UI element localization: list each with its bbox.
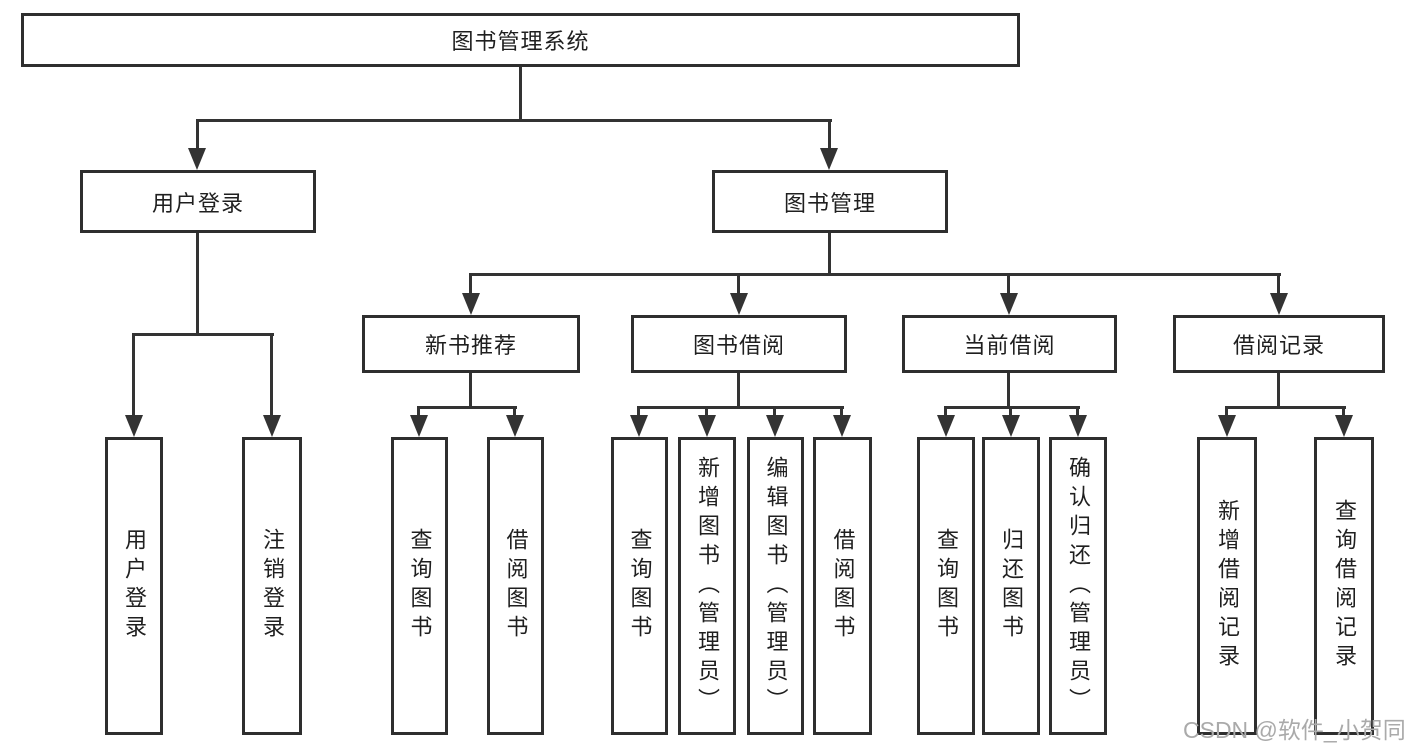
connector-line <box>1225 406 1346 409</box>
leaf-borrow-book-1-label: 借阅图书 <box>503 528 529 644</box>
leaf-confirm-return-admin-label: 确认归还（管理员） <box>1066 455 1091 717</box>
leaf-user-login: 用户登录 <box>105 437 163 735</box>
leaf-query-borrow-record: 查询借阅记录 <box>1314 437 1374 735</box>
leaf-borrow-book-2-label: 借阅图书 <box>830 528 856 644</box>
connector-line <box>773 406 776 417</box>
leaf-edit-book-admin: 编辑图书（管理员） <box>747 437 804 735</box>
leaf-edit-book-admin-label: 编辑图书（管理员） <box>763 455 789 717</box>
csdn-watermark: CSDN @软件_小贺同学 <box>1183 717 1405 743</box>
leaf-borrow-book-2: 借阅图书 <box>813 437 872 735</box>
connector-line <box>132 333 135 415</box>
leaf-query-borrow-record-label: 查询借阅记录 <box>1332 499 1357 673</box>
leaf-add-borrow-record-label: 新增借阅记录 <box>1215 499 1240 673</box>
arrow-down-icon <box>766 415 784 437</box>
leaf-logout: 注销登录 <box>242 437 302 735</box>
connector-line <box>196 119 832 122</box>
leaf-query-book-3-label: 查询图书 <box>934 528 959 644</box>
node-current-borrowing-label: 当前借阅 <box>963 333 1056 358</box>
connector-line <box>519 67 522 121</box>
connector-line <box>944 406 1080 409</box>
arrow-down-icon <box>1000 293 1018 315</box>
connector-line <box>1342 406 1345 417</box>
arrow-down-icon <box>506 415 524 437</box>
connector-line <box>196 119 199 150</box>
connector-line <box>469 373 472 408</box>
node-root: 图书管理系统 <box>21 13 1020 67</box>
connector-line <box>1277 373 1280 408</box>
connector-line <box>1007 373 1010 408</box>
leaf-add-borrow-record: 新增借阅记录 <box>1197 437 1257 735</box>
connector-line <box>1009 406 1012 417</box>
connector-line <box>705 406 708 417</box>
node-book-management-label: 图书管理 <box>783 190 876 216</box>
leaf-return-book-label: 归还图书 <box>999 528 1024 644</box>
node-book-management: 图书管理 <box>712 170 948 233</box>
connector-line <box>637 406 640 417</box>
arrow-down-icon <box>263 415 281 437</box>
arrow-down-icon <box>1270 293 1288 315</box>
arrow-down-icon <box>1218 415 1236 437</box>
connector-line <box>840 406 843 417</box>
leaf-query-book-1: 查询图书 <box>391 437 448 735</box>
connector-line <box>469 273 472 295</box>
node-borrowing-records-label: 借阅记录 <box>1232 333 1325 358</box>
node-new-book-recommend: 新书推荐 <box>362 315 580 373</box>
connector-line <box>828 233 831 275</box>
connector-line <box>132 333 274 336</box>
node-user-login: 用户登录 <box>80 170 316 233</box>
arrow-down-icon <box>1335 415 1353 437</box>
connector-line <box>196 233 199 335</box>
leaf-query-book-3: 查询图书 <box>917 437 975 735</box>
connector-line <box>944 406 947 417</box>
node-new-book-recommend-label: 新书推荐 <box>424 333 517 358</box>
leaf-add-book-admin: 新增图书（管理员） <box>678 437 736 735</box>
connector-line <box>513 406 516 417</box>
arrow-down-icon <box>820 148 838 170</box>
arrow-down-icon <box>1069 415 1087 437</box>
node-book-borrowing: 图书借阅 <box>631 315 847 373</box>
arrow-down-icon <box>730 293 748 315</box>
node-root-label: 图书管理系统 <box>451 29 590 54</box>
arrow-down-icon <box>188 148 206 170</box>
connector-line <box>1277 273 1280 295</box>
connector-line <box>270 333 273 415</box>
connector-line <box>1007 273 1010 295</box>
leaf-confirm-return-admin: 确认归还（管理员） <box>1049 437 1107 735</box>
node-current-borrowing: 当前借阅 <box>902 315 1117 373</box>
connector-line <box>417 406 517 409</box>
leaf-borrow-book-1: 借阅图书 <box>487 437 544 735</box>
arrow-down-icon <box>1002 415 1020 437</box>
connector-line <box>417 406 420 417</box>
connector-line <box>1076 406 1079 417</box>
arrow-down-icon <box>698 415 716 437</box>
leaf-query-book-2-label: 查询图书 <box>627 528 653 644</box>
connector-line <box>637 406 844 409</box>
connector-line <box>828 119 831 150</box>
leaf-query-book-2: 查询图书 <box>611 437 668 735</box>
leaf-logout-label: 注销登录 <box>260 528 285 644</box>
leaf-add-book-admin-label: 新增图书（管理员） <box>695 455 720 717</box>
leaf-return-book: 归还图书 <box>982 437 1040 735</box>
connector-line <box>737 273 740 295</box>
arrow-down-icon <box>410 415 428 437</box>
node-user-login-label: 用户登录 <box>151 190 244 216</box>
leaf-query-book-1-label: 查询图书 <box>407 528 433 644</box>
node-borrowing-records: 借阅记录 <box>1173 315 1385 373</box>
node-book-borrowing-label: 图书借阅 <box>692 333 785 358</box>
arrow-down-icon <box>937 415 955 437</box>
arrow-down-icon <box>462 293 480 315</box>
arrow-down-icon <box>125 415 143 437</box>
arrow-down-icon <box>630 415 648 437</box>
connector-line <box>737 373 740 408</box>
connector-line <box>1225 406 1228 417</box>
arrow-down-icon <box>833 415 851 437</box>
leaf-user-login-label: 用户登录 <box>122 528 147 644</box>
connector-line <box>469 273 1281 276</box>
